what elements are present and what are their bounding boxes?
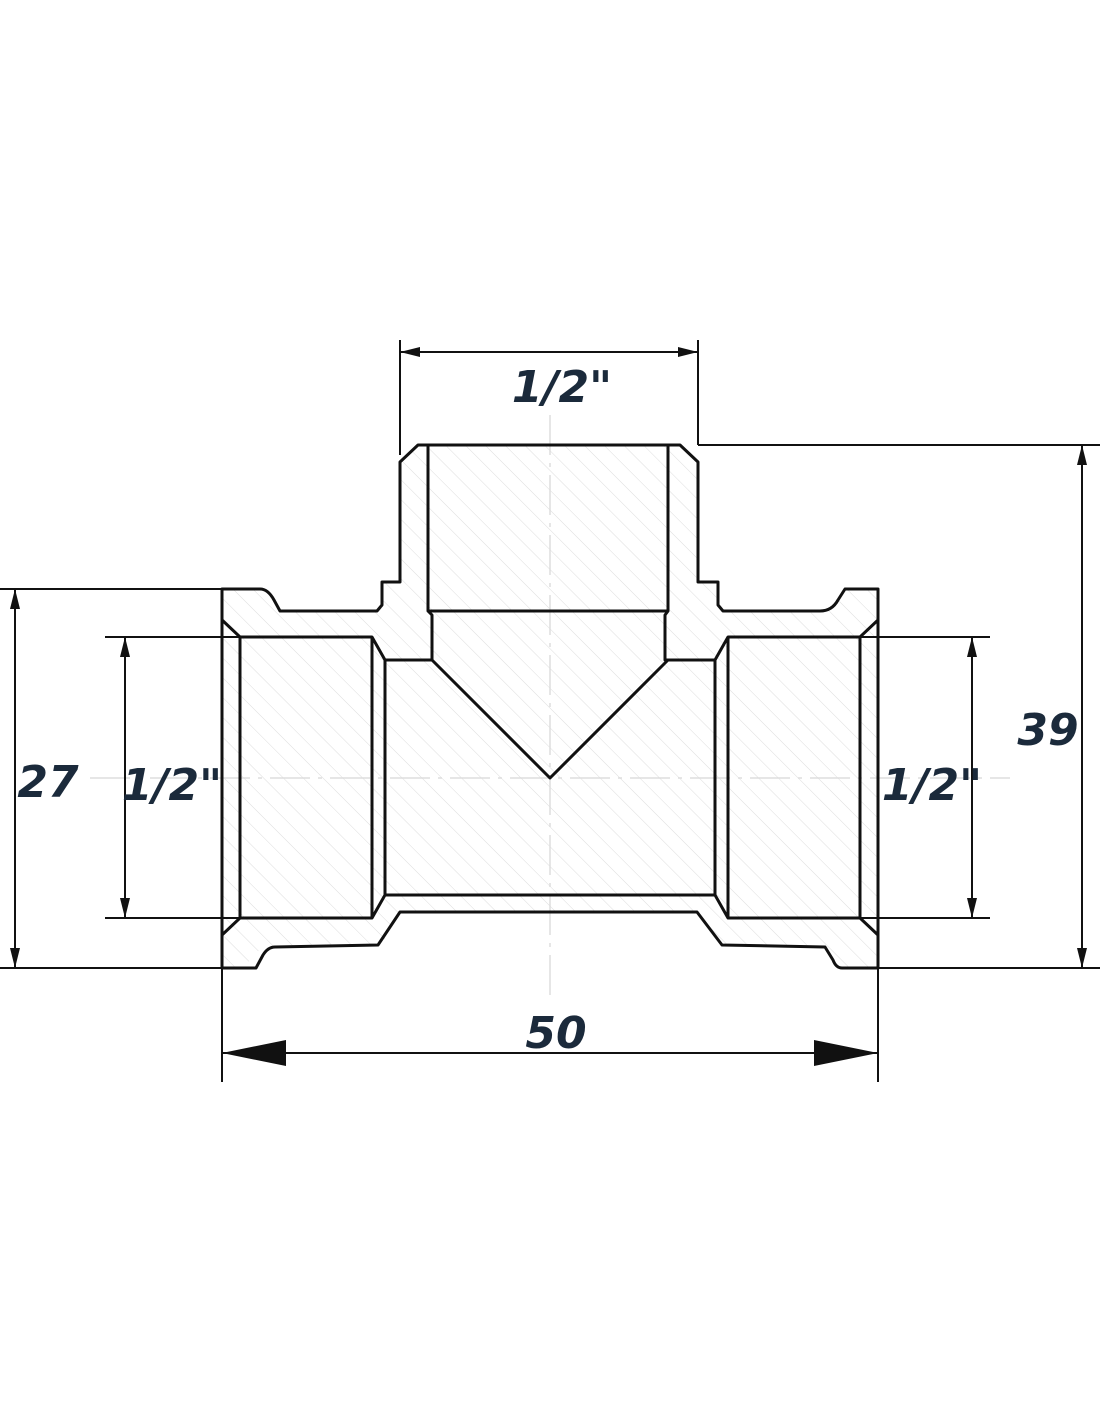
dimension-height-body: 27 [0,588,222,969]
dimension-left-thread: 1/2" [105,636,240,919]
inner-bore [238,443,862,920]
body-section-hatch [222,445,878,968]
height-total-label: 39 [1017,705,1078,756]
dimension-top-thread: 1/2" [399,340,699,455]
right-thread-label: 1/2" [882,760,982,811]
height-body-label: 27 [17,757,79,808]
left-thread-label: 1/2" [122,760,222,811]
dimension-length-total: 50 [221,968,879,1082]
drill-point [430,658,670,780]
body-outline [220,443,880,970]
top-thread-label: 1/2" [512,362,612,413]
dimension-right-thread: 1/2" [860,636,990,919]
length-total-label: 50 [525,1008,586,1059]
end-chamfers [220,618,880,937]
dimension-height-total: 39 [698,444,1100,969]
